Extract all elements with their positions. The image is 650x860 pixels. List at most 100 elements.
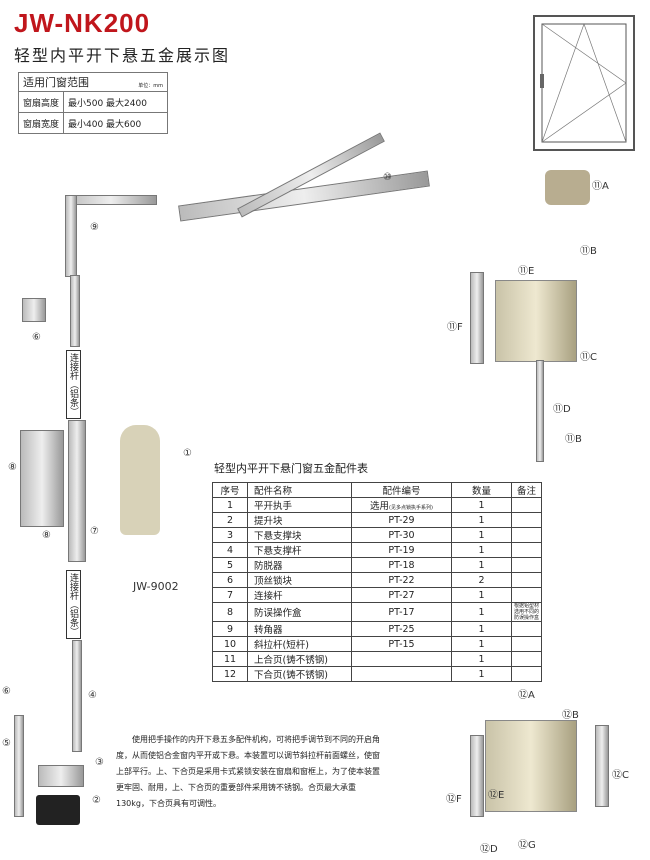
row-qty: 1 [451, 666, 512, 682]
model-title: JW-NK200 [14, 8, 151, 38]
row-no: 8 [212, 602, 248, 622]
lock-block [22, 298, 46, 322]
tilt-support-block [38, 765, 84, 787]
table-row: 8 防误操作盒 PT-17 1 根据铝型材选用不同的防误操作盒 [212, 602, 542, 622]
row-code: PT-15 [388, 638, 415, 650]
row-code-note: (见多点锁执手系列) [389, 505, 433, 511]
row-name: 下悬支撑杆 [247, 542, 352, 558]
row-no: 2 [212, 512, 248, 528]
row-name: 上合页(铸不锈钢) [247, 651, 352, 667]
row-qty: 1 [451, 542, 512, 558]
window-diagram [533, 15, 635, 151]
row-code-cell: PT-19 [351, 542, 452, 558]
table-row: 7 连接杆 PT-27 1 [212, 587, 542, 603]
callout-11b-2: ⑪B [565, 434, 582, 445]
callout-12g: ⑫G [518, 840, 536, 851]
table-row: 10 斜拉杆(短杆) PT-15 1 [212, 636, 542, 652]
row-name: 斜拉杆(短杆) [247, 636, 352, 652]
connector-label-upper: 连接杆（铝条） [66, 350, 81, 419]
callout-8: ⑧ [8, 462, 17, 473]
row-code: 选用 [370, 501, 390, 512]
row-code-cell: PT-22 [351, 572, 452, 588]
row-name: 提升块 [247, 512, 352, 528]
row-note [511, 621, 542, 637]
row-no: 10 [212, 636, 248, 652]
row-name: 平开执手 [247, 497, 352, 513]
bottom-hinge-plate-left [470, 735, 484, 817]
table-row: 1 平开执手 选用(见多点锁执手系列) 1 [212, 497, 542, 513]
top-hinge-plate [470, 272, 484, 364]
row-code: PT-19 [388, 544, 415, 556]
callout-6: ⑥ [32, 332, 41, 343]
callout-2: ② [92, 795, 101, 806]
range-label: 窗扇高度 [17, 91, 65, 113]
row-code-cell: PT-17 [351, 602, 452, 622]
corner-drive-top [65, 195, 157, 205]
description: 使用把手操作的内开下悬五多配件机构，可将把手调节到不同的开启角度，从而使铝合金窗… [116, 735, 380, 808]
row-note [511, 636, 542, 652]
row-name: 下合页(铸不锈钢) [247, 666, 352, 682]
parts-table: 序号 配件名称 配件编号 数量 备注 1 平开执手 选用(见多点锁执手系列) 1… [212, 482, 542, 682]
parts-table-title: 轻型内平开下悬门窗五金配件表 [214, 462, 368, 475]
callout-11a: ⑪A [592, 181, 609, 192]
row-code-cell: 选用(见多点锁执手系列) [351, 497, 452, 513]
callout-4: ④ [88, 690, 97, 701]
callout-12f: ⑫F [446, 794, 462, 805]
table-row: 11 上合页(铸不锈钢) 1 [212, 651, 542, 667]
callout-12d: ⑫D [480, 844, 498, 855]
row-name: 转角器 [247, 621, 352, 637]
table-row: 6 顶丝锁块 PT-22 2 [212, 572, 542, 588]
row-qty: 1 [451, 512, 512, 528]
callout-7: ⑦ [90, 526, 99, 537]
row-note [511, 666, 542, 682]
row-code: PT-30 [388, 529, 415, 541]
row-note [511, 512, 542, 528]
row-code: PT-17 [388, 606, 415, 618]
handle-model: JW-9002 [133, 580, 179, 593]
range-value: 最小500 最大2400 [63, 91, 169, 113]
table-row: 3 下悬支撑块 PT-30 1 [212, 527, 542, 543]
row-note [511, 587, 542, 603]
row-no: 6 [212, 572, 248, 588]
connector-label-lower: 连接杆（铝条） [66, 570, 81, 639]
row-note [511, 557, 542, 573]
callout-12a: ⑫A [518, 690, 535, 701]
table-row: 5 防脱器 PT-18 1 [212, 557, 542, 573]
row-no: 3 [212, 527, 248, 543]
page-subtitle: 轻型内平开下悬五金展示图 [14, 46, 231, 65]
row-code-cell: PT-25 [351, 621, 452, 637]
row-note [511, 527, 542, 543]
handle-image [120, 425, 160, 535]
col-header: 配件名称 [247, 482, 352, 498]
row-qty: 2 [451, 572, 512, 588]
callout-10: ⑩ [383, 172, 392, 183]
range-table: 适用门窗范围单位：mm 窗扇高度最小500 最大2400 窗扇宽度最小400 最… [17, 72, 169, 134]
unit-label: 单位：mm [138, 83, 164, 89]
col-header: 序号 [212, 482, 248, 498]
misoperation-box [20, 430, 64, 527]
top-hinge-body [495, 280, 577, 362]
rod-lower [72, 640, 82, 752]
callout-11d: ⑪D [553, 404, 571, 415]
top-hinge-part-a [545, 170, 590, 205]
row-name: 防脱器 [247, 557, 352, 573]
row-code-cell: PT-18 [351, 557, 452, 573]
row-code-cell [351, 666, 452, 682]
row-code: PT-18 [388, 559, 415, 571]
callout-11c: ⑪C [580, 352, 597, 363]
row-name: 连接杆 [247, 587, 352, 603]
callout-8b: ⑧ [42, 530, 51, 541]
row-code-cell: PT-30 [351, 527, 452, 543]
bottom-hinge-body [485, 720, 577, 812]
table-row: 12 下合页(铸不锈钢) 1 [212, 666, 542, 682]
row-code: PT-25 [388, 623, 415, 635]
row-code-cell: PT-27 [351, 587, 452, 603]
row-name: 防误操作盒 [247, 602, 352, 622]
lift-block [36, 795, 80, 825]
row-code-cell [351, 651, 452, 667]
row-qty: 1 [451, 587, 512, 603]
row-no: 7 [212, 587, 248, 603]
row-no: 1 [212, 497, 248, 513]
col-header: 配件编号 [351, 482, 452, 498]
range-label: 窗扇宽度 [17, 112, 65, 134]
